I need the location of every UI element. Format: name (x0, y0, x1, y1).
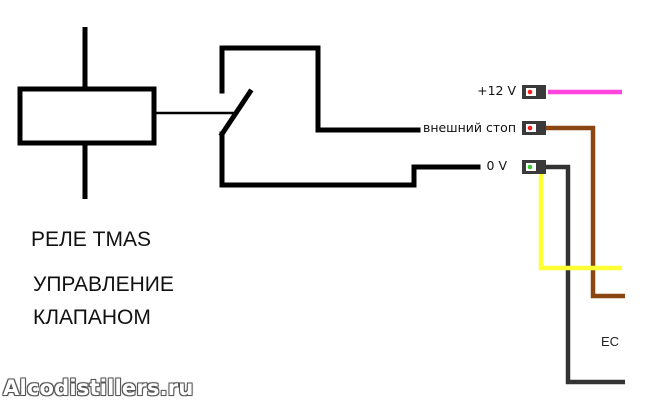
wire-external-stop (546, 125, 625, 299)
pin-led-icon (527, 125, 533, 131)
coil-body (17, 86, 157, 146)
switch-blade (218, 88, 254, 138)
pin-label-external-stop: внешний стоп (422, 120, 516, 135)
connector-pin-plus12v (522, 85, 546, 99)
switch-top-wire (219, 45, 421, 133)
wire-yellow (538, 168, 622, 271)
function-caption-line1: УПРАВЛЕНИЕ (33, 273, 174, 296)
pin-led-icon (527, 164, 533, 170)
switch-bottom-wire (219, 131, 481, 188)
function-caption-line2: КЛАПАНОМ (33, 306, 151, 329)
device-label: EC (601, 334, 620, 349)
connector-pin-0v (522, 160, 546, 174)
relay-caption: РЕЛЕ TMAS (31, 228, 151, 251)
pin-led-icon (527, 89, 533, 95)
pin-label-0v: 0 V (486, 158, 507, 173)
pin-label-plus12v: +12 V (477, 83, 516, 98)
relay-coil (17, 27, 157, 199)
site-watermark: Alcodistillers.ru (3, 376, 194, 400)
connector-pin-external-stop (522, 121, 546, 135)
relay-switch (218, 45, 481, 188)
wire-black-0v (541, 164, 625, 385)
